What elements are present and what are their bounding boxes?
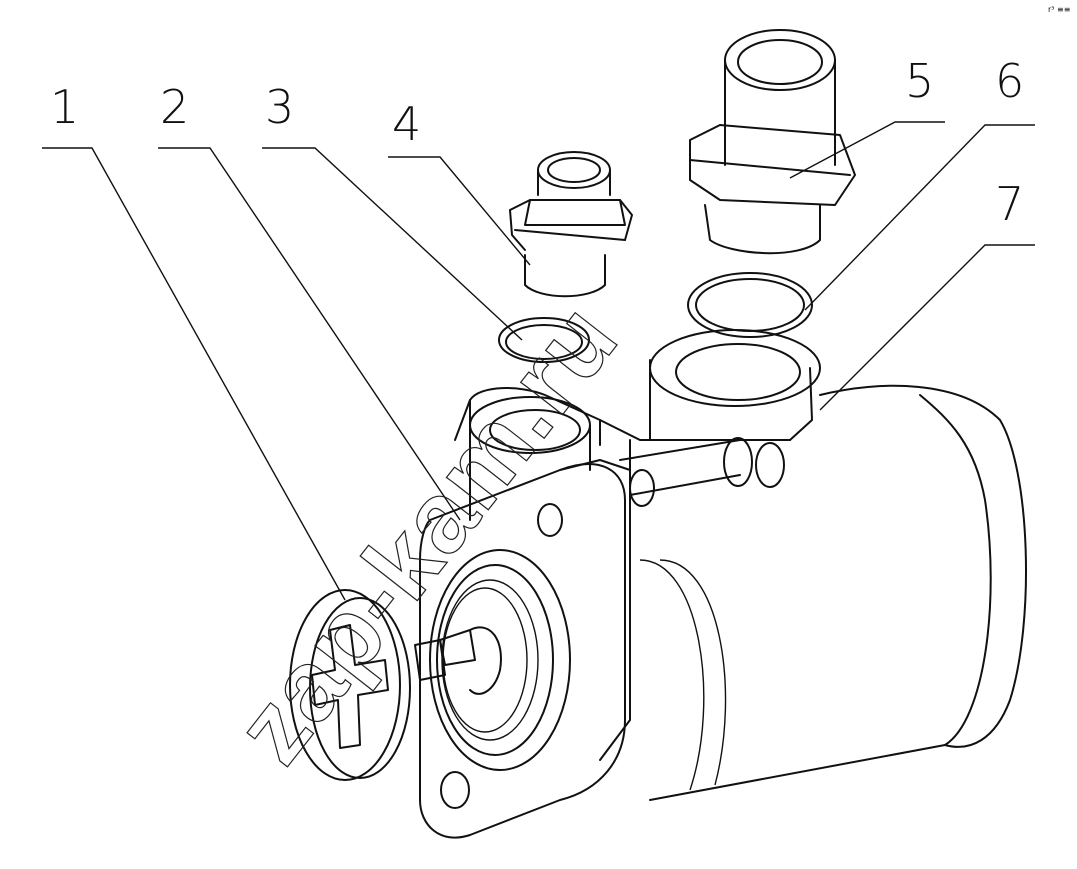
part-3-o-ring [498, 317, 590, 363]
pump-body [414, 329, 1027, 839]
callout-1: 1 [50, 80, 79, 134]
callout-6: 6 [995, 54, 1024, 108]
watermark-text: zap-kam.ru [214, 283, 640, 784]
leader-lines [42, 121, 1035, 601]
callout-2: 2 [160, 80, 189, 134]
corner-mark: r³ ≡≡ [1048, 5, 1070, 14]
callout-numbers: 1 2 3 4 5 6 7 [50, 54, 1024, 231]
callout-5: 5 [905, 54, 934, 108]
callout-4: 4 [392, 97, 421, 151]
part-6-o-ring [687, 272, 813, 338]
callout-3: 3 [265, 80, 294, 134]
callout-7: 7 [995, 177, 1024, 231]
part-1-cap [289, 589, 411, 781]
part-4-fitting [509, 151, 633, 298]
part-5-fitting [689, 29, 856, 255]
